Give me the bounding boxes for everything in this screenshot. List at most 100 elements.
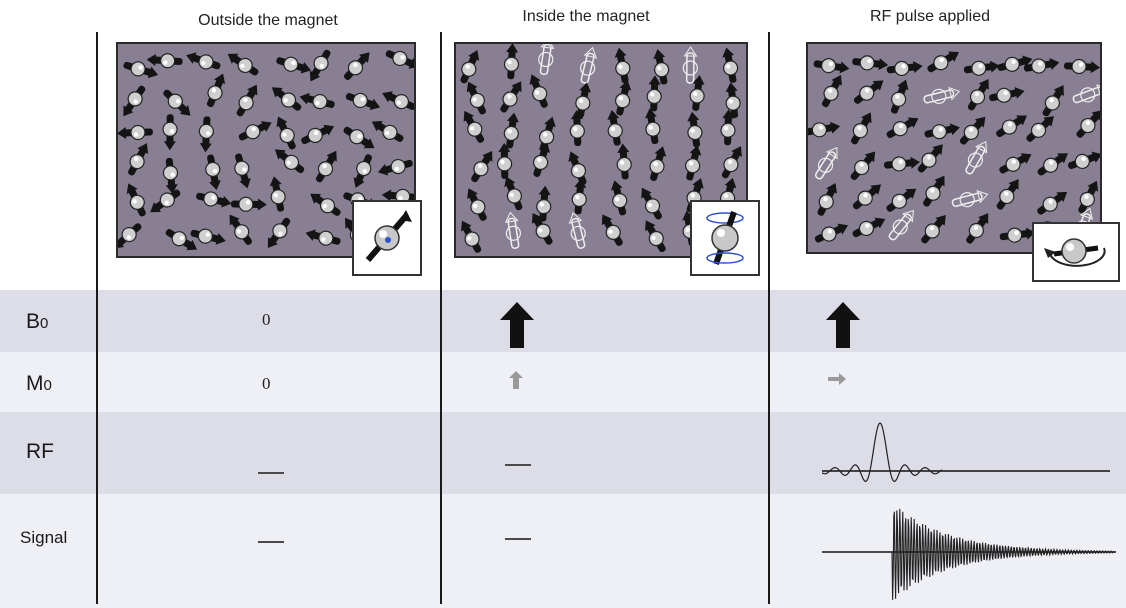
spin-black	[461, 220, 482, 253]
spin-black	[817, 182, 837, 216]
spin-black	[1037, 191, 1068, 215]
m0-small-up-arrow-icon	[509, 371, 523, 389]
spin-black	[959, 116, 986, 145]
spin-black	[852, 184, 882, 210]
signal-fid-decay-icon	[822, 508, 1116, 600]
spin-black	[471, 150, 493, 183]
spin-black	[808, 121, 841, 138]
spin-black	[128, 143, 149, 176]
spin-black	[996, 115, 1027, 138]
spin-black	[963, 60, 1000, 76]
spin-black	[967, 78, 989, 111]
spin-black	[924, 123, 960, 140]
spin-black	[725, 82, 741, 119]
spin-black	[385, 50, 414, 69]
spin-black	[377, 158, 413, 176]
spin-black	[886, 117, 919, 139]
spin-black	[610, 180, 628, 216]
spin-black	[371, 121, 404, 142]
spin-black	[463, 110, 485, 143]
inset-precess-aligned	[690, 200, 760, 276]
spin-black	[460, 50, 480, 84]
spin-white	[538, 44, 555, 76]
inset-precess-tipped	[1032, 222, 1120, 282]
spin-black	[190, 228, 226, 245]
spin-black	[315, 150, 337, 183]
spin-black	[886, 60, 923, 77]
spin-black	[227, 53, 259, 76]
spin-black	[996, 179, 1019, 210]
spin-black	[575, 82, 592, 118]
spin-black	[299, 92, 335, 110]
spin-black	[345, 92, 381, 111]
spin-black	[1064, 58, 1100, 75]
spin-black	[890, 79, 909, 114]
spin-black	[238, 121, 272, 141]
spin-black	[607, 110, 623, 146]
spin-black	[999, 153, 1032, 174]
spin-black	[923, 175, 945, 207]
spin-black	[236, 84, 258, 117]
spin-white	[923, 86, 961, 104]
spin-black	[966, 213, 989, 244]
spin-panel-outside	[116, 42, 416, 258]
spin-black	[271, 87, 302, 111]
rf-inside-dash	[505, 464, 531, 466]
spin-black	[276, 56, 311, 74]
spin-white	[579, 46, 598, 84]
spin-white	[814, 146, 838, 180]
spin-black	[229, 214, 253, 245]
spin-black	[569, 110, 585, 147]
row-label-signal: Signal	[20, 528, 67, 548]
spin-black	[852, 217, 886, 238]
spin-white	[965, 140, 988, 175]
spin-white	[568, 212, 586, 249]
spin-white	[951, 190, 989, 208]
spins-random-group	[118, 49, 414, 251]
spin-black	[1076, 110, 1100, 138]
spin-black	[568, 151, 587, 186]
spin-black	[538, 116, 556, 152]
spins-tipped-group	[808, 51, 1100, 244]
spin-black	[999, 227, 1036, 243]
b0-up-arrow-rf-icon	[826, 302, 860, 348]
spin-black	[503, 44, 520, 80]
row-band-signal	[0, 494, 1126, 608]
spin-black	[917, 144, 943, 173]
rf-outside-dash	[258, 472, 284, 474]
spin-black	[687, 111, 703, 148]
spin-black	[196, 191, 232, 208]
spin-black	[344, 52, 370, 80]
m0-small-right-arrow-icon	[828, 373, 846, 385]
column-title-outside: Outside the magnet	[198, 12, 338, 29]
row-band-b0	[0, 290, 1126, 352]
spin-panel-rf	[806, 42, 1102, 254]
spin-black	[126, 183, 146, 217]
spin-black	[162, 157, 179, 194]
spin-black	[206, 73, 226, 108]
spin-black	[921, 214, 946, 244]
row-band-rf	[0, 412, 1126, 494]
spin-black	[615, 80, 632, 116]
spin-black	[814, 223, 849, 243]
spin-black	[722, 47, 739, 83]
row-label-b0: B0	[26, 310, 48, 334]
spin-black	[503, 112, 519, 149]
spin-black	[614, 47, 631, 84]
b0-up-arrow-icon	[500, 302, 534, 348]
spin-black	[649, 146, 667, 182]
row-label-m0-main: M	[26, 372, 44, 395]
spin-black	[466, 81, 487, 115]
b0-outside-value: 0	[262, 310, 271, 329]
spin-black	[1037, 153, 1068, 176]
spin-black	[852, 55, 889, 71]
spin-black	[533, 142, 551, 177]
column-title-inside: Inside the magnet	[522, 8, 650, 25]
spin-black	[382, 91, 414, 110]
row-label-signal-main: Signal	[20, 528, 68, 547]
single-spin-random-icon	[365, 210, 412, 262]
spin-black	[205, 154, 221, 191]
spin-black	[850, 151, 876, 181]
single-spin-precessing-icon	[706, 211, 744, 265]
spin-black	[720, 109, 736, 146]
